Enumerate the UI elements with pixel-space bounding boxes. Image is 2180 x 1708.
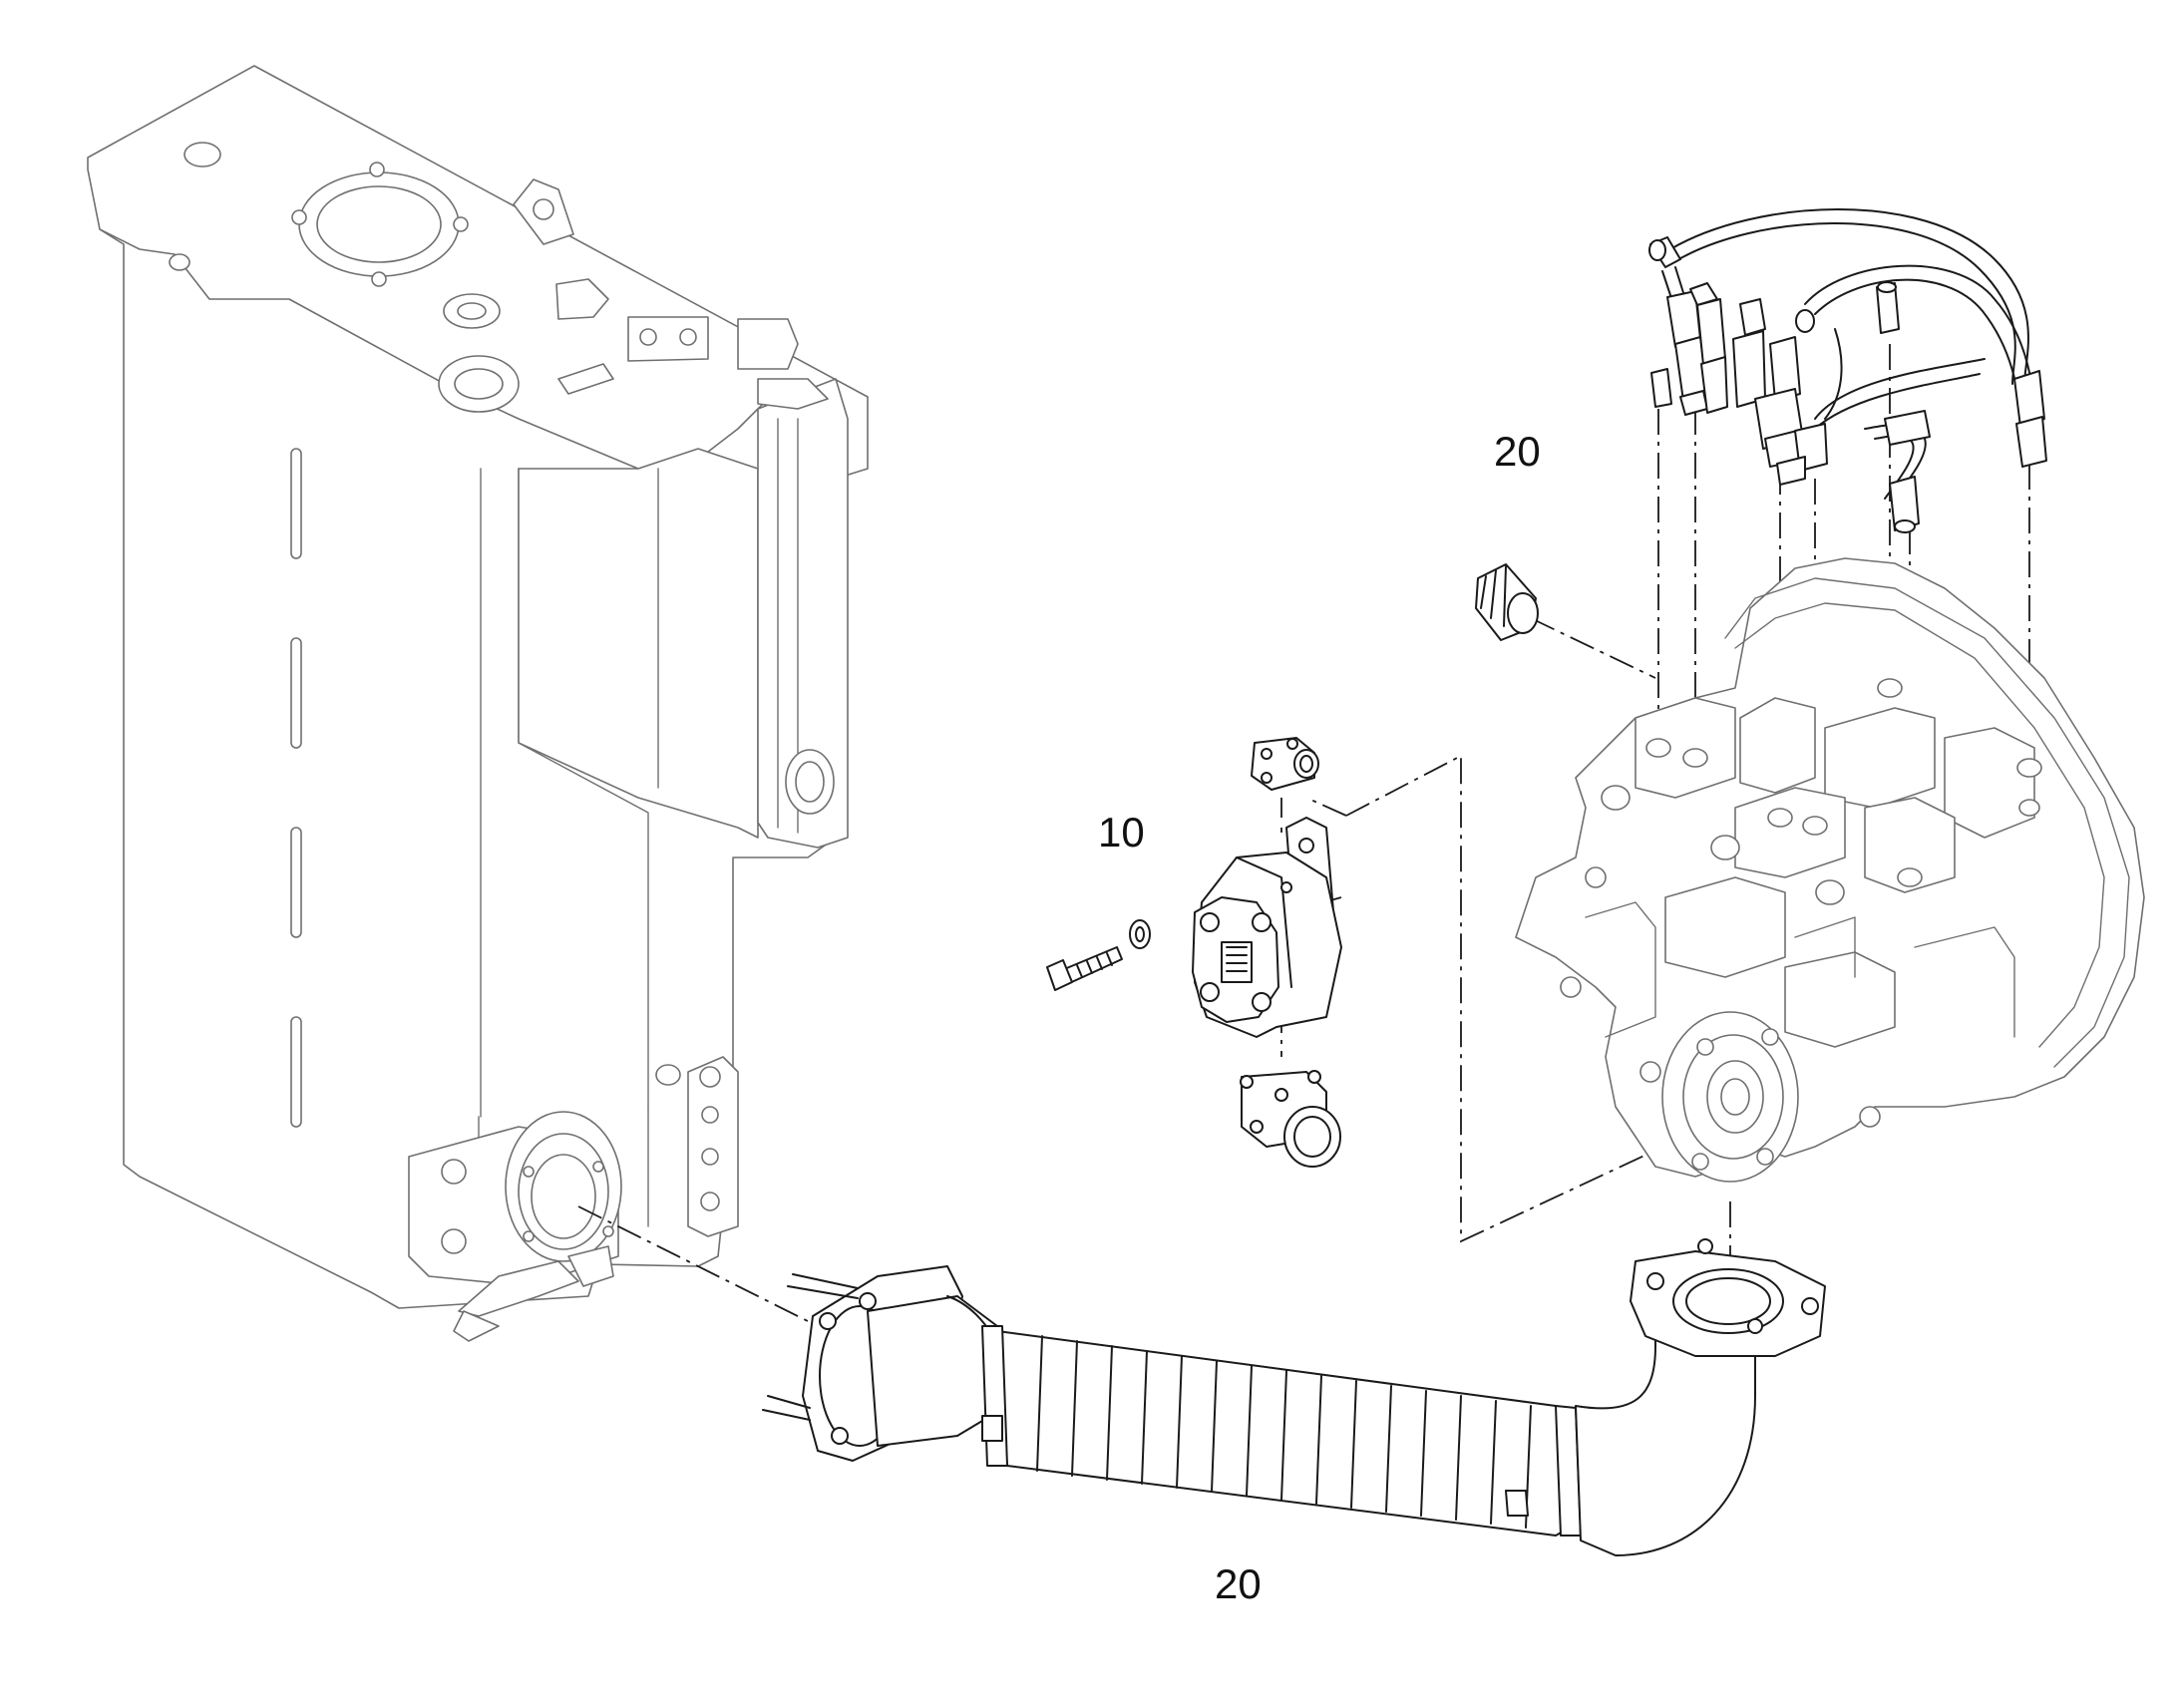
plug-fitting — [1475, 563, 1539, 641]
suction-hose — [762, 1238, 1826, 1556]
hydraulic-tank — [87, 65, 869, 1342]
main-hydraulic-pump — [1515, 557, 2145, 1183]
callout-suction-hose: 20 — [1215, 1560, 1262, 1607]
pilot-hose-bundle — [1648, 208, 2047, 533]
callout-gear-pump: 10 — [1098, 809, 1145, 855]
gear-pump — [1046, 737, 1342, 1168]
callout-upper-assembly: 20 — [1494, 428, 1541, 475]
